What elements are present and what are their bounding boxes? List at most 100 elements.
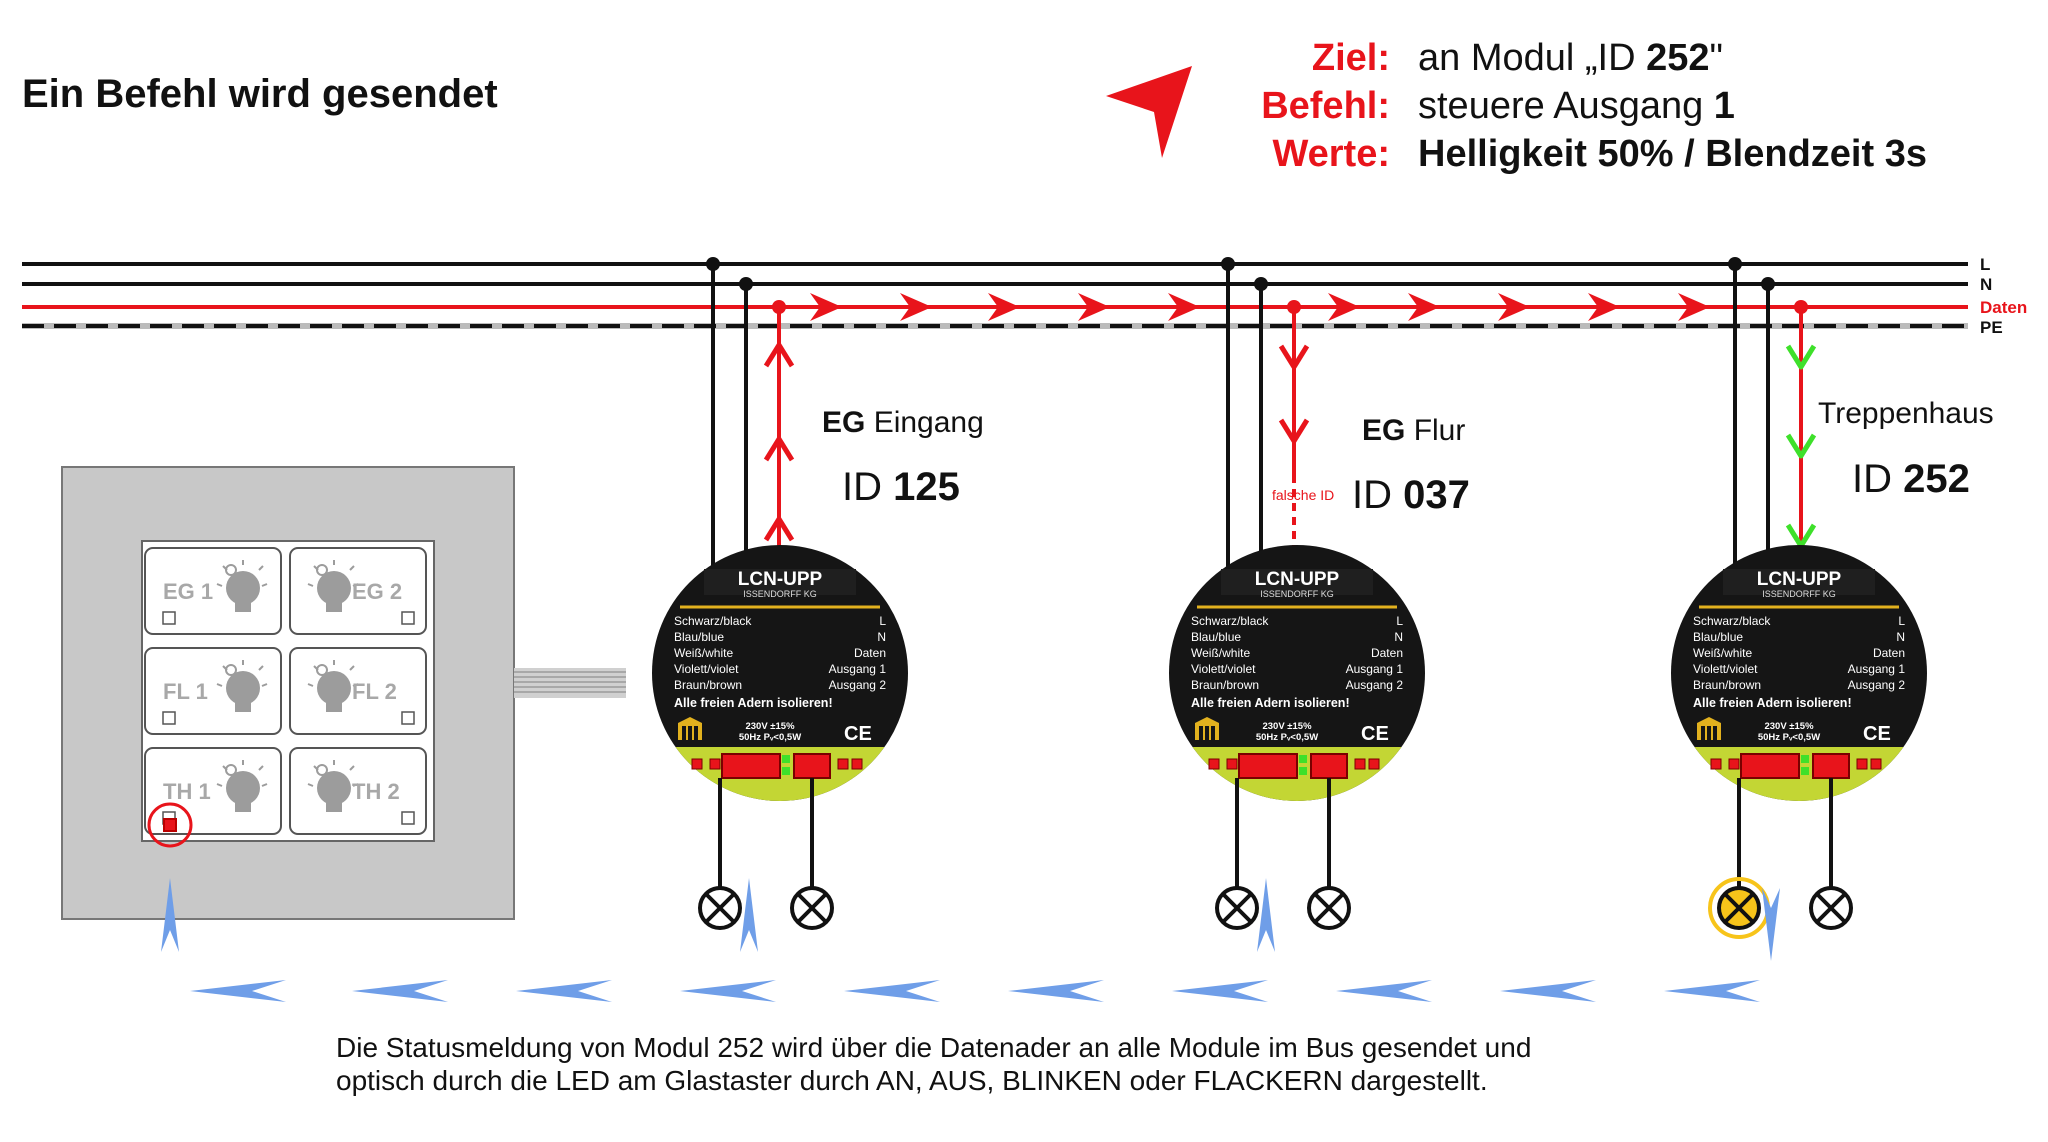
status-arrow-left (190, 980, 286, 1002)
module-maker: ISSENDORFF KG (1762, 589, 1836, 599)
module-brand: LCN-UPP (1757, 569, 1842, 590)
page-title: Ein Befehl wird gesendet (22, 72, 498, 116)
keypad-button-eg-1[interactable]: EG 1 (144, 547, 282, 635)
data-arrow (1168, 293, 1200, 321)
button-led (401, 611, 415, 625)
status-led (163, 818, 177, 832)
status-arrow-left (516, 980, 612, 1002)
module-id: ID 252 (1852, 457, 1970, 501)
lamp-icon (698, 886, 742, 930)
status-arrow-left (352, 980, 448, 1002)
module-warning: Alle freien Adern isolieren! (1191, 696, 1350, 710)
wrong-id-note: falsche ID (1272, 487, 1334, 503)
bus-cable (514, 668, 626, 698)
terminal-block (1812, 753, 1850, 779)
bulb-icon (216, 760, 268, 812)
wire-function: L (1396, 614, 1403, 628)
junction-dot (1761, 277, 1775, 291)
wire-function: N (1896, 630, 1905, 644)
button-led (162, 611, 176, 625)
junction-dot (1728, 257, 1742, 271)
keypad-button-label: TH 2 (352, 779, 400, 804)
wire-function: Ausgang 1 (1848, 662, 1906, 676)
keypad-button-fl-2[interactable]: FL 2 (289, 647, 427, 735)
wire-function: N (1394, 630, 1403, 644)
button-led (162, 711, 176, 725)
module-252: Treppenhaus ID 252 (1728, 257, 1994, 570)
status-arrow-left (1008, 980, 1104, 1002)
wire-color: Blau/blue (1191, 630, 1241, 644)
wire-function: Daten (1371, 646, 1403, 660)
lamp-icon (1215, 886, 1259, 930)
wire-color: Violett/violet (674, 662, 739, 676)
status-arrow-left (1664, 980, 1760, 1002)
module-rating: 50Hz Pᵥ<0,5W (739, 732, 801, 743)
keypad-button-fl-1[interactable]: FL 1 (144, 647, 282, 735)
module-125: EG Eingang ID 125 (706, 257, 984, 570)
module-area: EG Flur (1362, 414, 1465, 447)
junction-dot (772, 300, 786, 314)
module-area: Treppenhaus (1818, 397, 1994, 430)
wire-function: Ausgang 2 (1346, 678, 1404, 692)
module-brand: LCN-UPP (738, 569, 823, 590)
command-block: Ziel: an Modul „ID 252" Befehl: steuere … (1261, 37, 1927, 175)
module-id: ID 125 (842, 465, 960, 509)
ce-mark: CE (844, 723, 872, 745)
wire-color: Violett/violet (1693, 662, 1758, 676)
send-arrow-icon (1106, 66, 1192, 158)
junction-dot (1254, 277, 1268, 291)
wire-function: Ausgang 2 (829, 678, 887, 692)
wire-color: Weiß/white (1693, 646, 1752, 660)
wire-function: Daten (854, 646, 886, 660)
command-value-values: Helligkeit 50% / Blendzeit 3s (1418, 133, 1927, 175)
bus-label-n: N (1980, 275, 1992, 294)
command-value-command: steuere Ausgang 1 (1418, 85, 1735, 127)
keypad-button-th-2[interactable]: TH 2 (289, 747, 427, 835)
button-led (401, 811, 415, 825)
wire-function: L (1898, 614, 1905, 628)
glass-keypad: EG 1 EG 2 FL 1 FL 2TH 1 TH 2 (61, 466, 626, 920)
module-brand: LCN-UPP (1255, 569, 1340, 590)
status-arrow-up (1257, 878, 1275, 952)
status-arrow-down (1762, 888, 1780, 961)
keypad-button-th-1[interactable]: TH 1 (144, 747, 282, 835)
data-arrow (810, 293, 842, 321)
wire-function: Ausgang 1 (1346, 662, 1404, 676)
maker-logo-icon (1697, 717, 1721, 740)
wire-color: Braun/brown (1191, 678, 1259, 692)
bulb-icon (307, 660, 359, 712)
button-led (401, 711, 415, 725)
wire-color: Blau/blue (674, 630, 724, 644)
keypad-button-eg-2[interactable]: EG 2 (289, 547, 427, 635)
data-up-arrow (763, 342, 795, 368)
accepted-down-arrow (1785, 344, 1817, 370)
module-037: falsche ID EG Flur ID 037 (1221, 257, 1470, 570)
data-arrow (1678, 293, 1710, 321)
wire-function: Ausgang 1 (829, 662, 887, 676)
data-up-arrow (763, 516, 795, 542)
module-warning: Alle freien Adern isolieren! (1693, 696, 1852, 710)
lamp-on-icon (1708, 877, 1770, 939)
data-down-arrow (1278, 344, 1310, 370)
status-arrow-up (161, 878, 179, 952)
bus-label-data: Daten (1980, 298, 2027, 317)
lamp-icon (1307, 886, 1351, 930)
status-arrow-left (844, 980, 940, 1002)
bus-label-l: L (1980, 255, 1990, 274)
module-rating: 230V ±15% (1262, 721, 1312, 732)
junction-dot (1794, 300, 1808, 314)
data-arrow (1078, 293, 1110, 321)
module-rating: 50Hz Pᵥ<0,5W (1758, 732, 1820, 743)
keypad-button-label: EG 2 (352, 579, 402, 604)
status-text-line-1: Die Statusmeldung von Modul 252 wird übe… (336, 1032, 1531, 1063)
terminal-block (1740, 753, 1800, 779)
accepted-down-arrow (1785, 433, 1817, 459)
wire-function: L (879, 614, 886, 628)
wire-color: Weiß/white (674, 646, 733, 660)
status-arrow-left (1500, 980, 1596, 1002)
wire-function: Daten (1873, 646, 1905, 660)
junction-dot (1221, 257, 1235, 271)
keypad-button-label: FL 1 (163, 679, 208, 704)
